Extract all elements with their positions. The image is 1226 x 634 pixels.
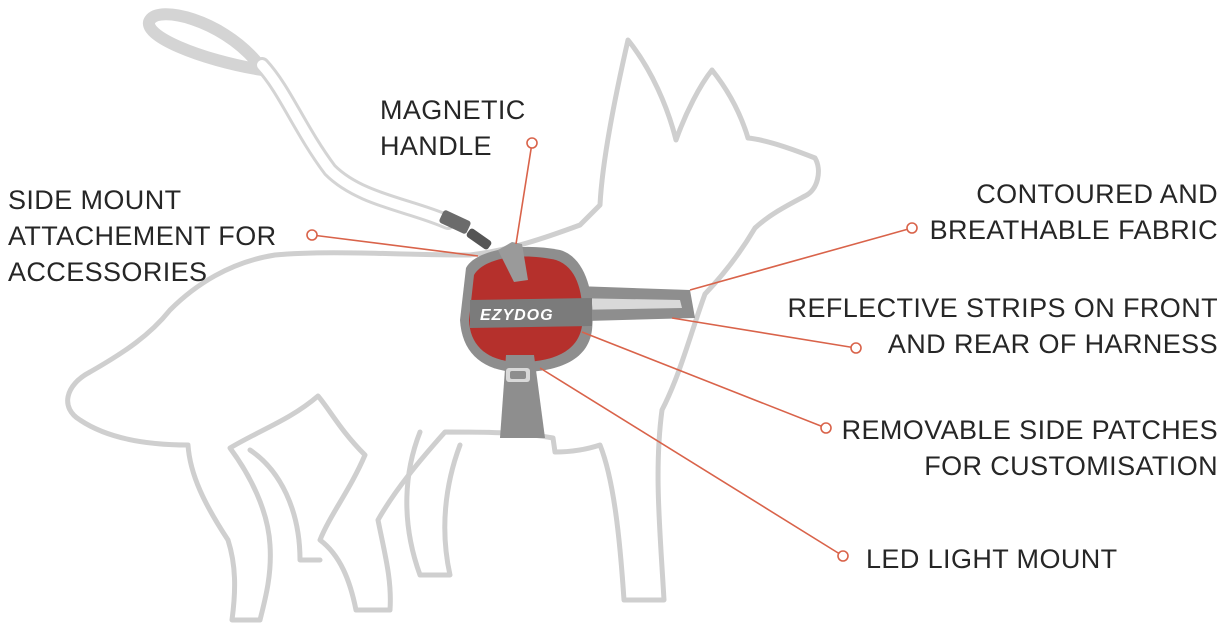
dot-fabric [906,222,918,234]
magnetic-handle [498,242,528,282]
callout-lines [311,142,913,557]
dot-patches [820,422,832,434]
harness: EZYDOG [460,242,695,438]
label-patches: REMOVABLE SIDE PATCHES FOR CUSTOMISATION [842,412,1218,484]
dog-outline [65,37,821,623]
label-reflective-line2: AND REAR OF HARNESS [887,329,1218,359]
dot-magnetic-handle [526,137,538,149]
label-patches-line2: FOR CUSTOMISATION [924,451,1218,481]
label-fabric-line2: BREATHABLE FABRIC [929,215,1218,245]
leader-magnetic-handle [515,142,533,245]
dot-reflective [850,342,862,354]
label-side-mount-line3: ACCESSORIES [8,257,208,287]
label-patches-line1: REMOVABLE SIDE PATCHES [841,415,1218,445]
label-led: LED LIGHT MOUNT [866,541,1118,577]
leash [143,8,492,250]
leash-clip [439,210,471,234]
leader-fabric [689,227,913,291]
label-reflective-line1: REFLECTIVE STRIPS ON FRONT [787,293,1218,323]
dot-led [837,550,849,562]
label-fabric-line1: CONTOURED AND [976,179,1218,209]
leader-side-mount [311,234,479,257]
leader-led [539,367,844,557]
brand-logo: EZYDOG [480,307,554,324]
label-side-mount-line2: ATTACHEMENT FOR [8,221,277,251]
label-reflective: REFLECTIVE STRIPS ON FRONT AND REAR OF H… [788,290,1218,362]
label-magnetic-handle-line2: HANDLE [380,131,492,161]
label-magnetic-handle-line1: MAGNETIC [380,95,526,125]
label-fabric: CONTOURED AND BREATHABLE FABRIC [930,176,1218,248]
leader-reflective [671,317,857,349]
dot-side-mount [306,229,318,241]
label-magnetic-handle: MAGNETIC HANDLE [380,92,526,164]
harness-logo-band [470,298,592,328]
leash-loop [143,8,268,76]
callout-dots [306,137,918,562]
label-side-mount: SIDE MOUNT ATTACHEMENT FOR ACCESSORIES [8,182,277,290]
leader-patches [581,331,827,429]
label-led-line1: LED LIGHT MOUNT [866,544,1118,574]
label-side-mount-line1: SIDE MOUNT [8,185,182,215]
